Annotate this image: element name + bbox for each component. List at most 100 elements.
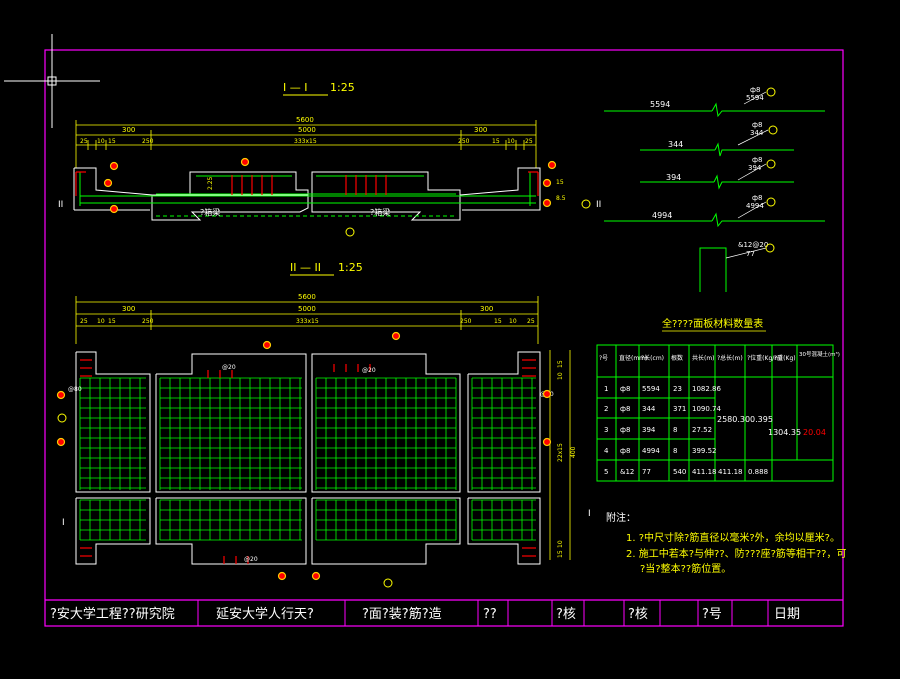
- spacing-label: @20: [222, 364, 236, 371]
- table-cell: 3: [604, 426, 608, 434]
- side-dim: 8.5: [556, 195, 566, 202]
- table-header: 30号混凝土(m³): [799, 350, 840, 358]
- table-cell: 411.18: [718, 468, 743, 476]
- dim-seg: 15: [108, 138, 116, 145]
- title-org: ?安大学工程??研究院: [50, 606, 175, 622]
- dim-seg: 25: [525, 138, 533, 145]
- section-2-view: II — II 1:25 5600 300 5000 300 25 10 15 …: [56, 261, 591, 588]
- dim-seg: 250: [142, 318, 154, 325]
- section-2-slabs: [75, 351, 541, 565]
- spacing-label: @20: [362, 367, 376, 374]
- table-cell: 1: [604, 385, 608, 393]
- drawing-frame: [44, 49, 844, 627]
- notes-block: 附注： 1. ?中尺寸除?筋直径以毫米?外，余均以厘米?。 2. 施工中若本?与…: [606, 511, 847, 575]
- vdim: 22x15: [557, 443, 564, 462]
- dim-right: 300: [480, 305, 493, 313]
- table-cell: 411.18: [692, 468, 717, 476]
- rebar-4-spec: ф8: [752, 194, 762, 202]
- material-table: 全????面板材料数量表 ?号 直径(mm) ?长(cm) 根数 共长(m) ?…: [596, 317, 840, 482]
- table-cell: 0.888: [748, 468, 768, 476]
- table-header: ?位重(Kg/m): [747, 354, 782, 362]
- note-item: ?当?整本??筋位置。: [640, 562, 731, 575]
- table-cell: 8: [673, 447, 677, 455]
- table-cell: 540: [673, 468, 686, 476]
- table-header: 共长(m): [692, 354, 715, 362]
- table-cell: 399.52: [692, 447, 717, 455]
- table-header: ?重(Kg): [774, 354, 796, 362]
- table-cell: 1082.86: [692, 385, 721, 393]
- table-cell: 344: [642, 405, 656, 413]
- rebar-4-length: 4994: [652, 211, 672, 220]
- notes-heading: 附注：: [606, 511, 636, 524]
- rebar-2-spec: ф8: [752, 121, 762, 129]
- dim-middle: 5000: [298, 126, 316, 134]
- note-item: 1. ?中尺寸除?筋直径以毫米?外，余均以厘米?。: [626, 531, 840, 544]
- rebar-5-spec: &12@20: [738, 241, 768, 249]
- stirrup-marks: [80, 359, 536, 564]
- section-2-title: II — II: [290, 261, 321, 274]
- title-check: ?核: [556, 607, 576, 622]
- table-cell: ф8: [620, 426, 630, 434]
- rebar-1-length: 5594: [650, 100, 670, 109]
- table-cell: 5594: [642, 385, 660, 393]
- vdim: 400: [570, 446, 577, 458]
- table-title: 全????面板材料数量表: [662, 317, 763, 330]
- table-cell: 77: [642, 468, 651, 476]
- dim-seg: 25: [80, 318, 88, 325]
- dim-seg: 15: [494, 318, 502, 325]
- dim-seg: 250: [460, 318, 472, 325]
- beam-label: ?箱梁: [370, 207, 390, 217]
- table-cell: 2: [604, 405, 608, 413]
- callout-markers-2: [56, 331, 552, 581]
- cut-marker-right: II: [596, 200, 601, 210]
- title-date: 日期: [774, 607, 800, 622]
- merged-weight: 1304.35: [768, 428, 801, 437]
- table-cell: 4: [604, 447, 609, 455]
- dim-seg: 250: [142, 138, 154, 145]
- cut-marker-left: I: [62, 518, 65, 528]
- title-block: ?安大学工程??研究院 延安大学人行天? ?面?装?筋?造 ?? ?核 ?核 ?…: [45, 599, 843, 626]
- callout-2: [581, 199, 591, 209]
- dim-right: 300: [474, 126, 487, 134]
- table-cell: ф8: [620, 385, 630, 393]
- side-tag: @80: [68, 386, 82, 393]
- dim-seg: 15: [492, 138, 500, 145]
- title-project: 延安大学人行天?: [216, 606, 314, 622]
- table-cell: ф8: [620, 447, 630, 455]
- title-number: ?号: [702, 607, 722, 622]
- section-1-view: I — I 1:25 5600 300 5000 300 25 10 15 25…: [58, 81, 601, 237]
- rebar-3-length: 394: [666, 173, 681, 182]
- section-1-hooks: [75, 171, 539, 196]
- table-header: ?号: [599, 355, 608, 362]
- table-cell: 371: [673, 405, 686, 413]
- table-cell: 5: [604, 468, 608, 476]
- dim-left: 300: [122, 305, 135, 313]
- vdim: 10: [557, 540, 564, 548]
- table-cell: 8: [673, 426, 677, 434]
- callout-2b: [57, 413, 67, 423]
- dim-seg: 250: [458, 138, 470, 145]
- beam-label: ?箱梁: [200, 207, 220, 217]
- section-1-scale: 1:25: [330, 81, 355, 94]
- section-1-title: I — I: [283, 81, 307, 94]
- crosshair-cursor-icon[interactable]: [4, 34, 100, 128]
- dim-middle: 5000: [298, 305, 316, 313]
- table-header: 直径(mm): [619, 354, 647, 362]
- dim-seg: 25: [80, 138, 88, 145]
- merged-unit-weight: 0.395: [750, 415, 773, 424]
- callout-markers: [103, 157, 557, 214]
- table-header: ?总长(m): [717, 354, 743, 362]
- callout-1: [345, 227, 355, 237]
- rebar-1-spec: ф8: [750, 86, 760, 94]
- vdim: 10: [557, 372, 564, 380]
- title-drawing: ?面?装?筋?造: [362, 606, 442, 622]
- table-cell: 1090.74: [692, 405, 721, 413]
- table-header: ?长(cm): [641, 354, 664, 362]
- cut-marker-left: II: [58, 200, 63, 210]
- callout-1b: [383, 578, 393, 588]
- dim-seg: 15: [108, 318, 116, 325]
- concrete-volume: 20.04: [803, 428, 826, 437]
- rebar-2-detail: 344: [750, 129, 764, 137]
